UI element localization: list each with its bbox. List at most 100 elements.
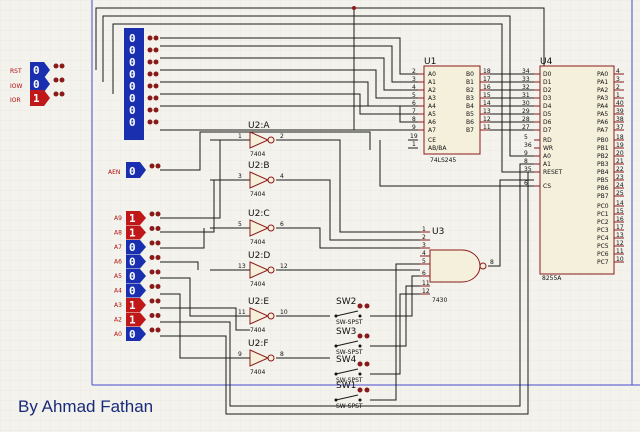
u4-pb-pin-label: PB5: [597, 177, 609, 184]
address-source-a6[interactable]: 0A6: [114, 254, 161, 269]
u1-right-pin-label: B6: [466, 119, 474, 126]
inverter-out-pin: 4: [280, 173, 284, 180]
address-source-dot[interactable]: [155, 255, 161, 260]
bus-source-dot[interactable]: [153, 71, 159, 77]
inverter-body: [249, 219, 270, 237]
u4-ctrl-pin-num: 9: [524, 150, 528, 157]
u4-ctrl-pin-num: 5: [524, 134, 528, 141]
address-source-dot[interactable]: [155, 211, 161, 217]
address-source-dot[interactable]: [155, 226, 161, 231]
address-source-body: [126, 283, 146, 298]
bus-source-dot[interactable]: [147, 83, 153, 89]
address-source-dot[interactable]: [149, 226, 155, 231]
logic-source-aen[interactable]: 0 AEN: [108, 162, 161, 178]
u4-pc-pin-num: 15: [616, 208, 624, 215]
inverter-body: [249, 131, 270, 149]
address-source-dot[interactable]: [149, 298, 155, 304]
inverter-in-pin: 3: [238, 173, 242, 180]
switch-toggle-dot[interactable]: [357, 333, 363, 339]
address-source-dot[interactable]: [149, 284, 155, 289]
switch-toggle-dot[interactable]: [357, 303, 363, 309]
switch-toggle-dot[interactable]: [364, 361, 370, 367]
address-source-dot[interactable]: [155, 284, 161, 289]
logic-source-rst[interactable]: 0 RST: [10, 62, 65, 78]
bus-source-state: 0: [129, 44, 136, 57]
u4-pc-pin-label: PC4: [597, 235, 609, 242]
inverter-ref: U2:D: [248, 251, 270, 261]
u4-pb-pin-num: 25: [616, 190, 624, 197]
address-source-dot[interactable]: [149, 240, 155, 246]
u4-pa-pin-label: PA4: [597, 103, 608, 110]
address-source-dot[interactable]: [155, 313, 161, 318]
address-source-state: 1: [129, 299, 136, 312]
switch-toggle-dot[interactable]: [357, 387, 363, 393]
inverter-bubble: [267, 136, 275, 144]
address-source-a0[interactable]: 0A0: [114, 327, 161, 341]
u1-left-pin-num: 7: [412, 108, 416, 115]
bus-source-dot[interactable]: [153, 95, 159, 101]
bus-source-dot[interactable]: [147, 47, 153, 53]
bus-source-dot[interactable]: [153, 47, 159, 53]
logic-source-iow[interactable]: 0 IOW: [10, 76, 65, 92]
address-source-dot[interactable]: [149, 313, 155, 318]
inverter-body: [249, 349, 270, 367]
address-source-a7[interactable]: 0A7: [114, 240, 161, 254]
u3-input-pin-num: 4: [422, 250, 426, 257]
u4-data-pin-label: D0: [543, 71, 552, 78]
bus-source-dot[interactable]: [153, 59, 159, 65]
u4-pb-pin-num: 19: [616, 142, 624, 149]
inverter-out-pin: 8: [280, 351, 284, 358]
bus-source-dot[interactable]: [147, 59, 153, 65]
switch-toggle-dot[interactable]: [364, 333, 370, 339]
address-source-dot[interactable]: [149, 269, 155, 275]
address-source-dot[interactable]: [155, 327, 161, 333]
bus-source-dot[interactable]: [153, 107, 159, 113]
bus-source-state: 0: [129, 116, 136, 129]
switch-lever: [335, 368, 359, 375]
switch-toggle-dot[interactable]: [357, 361, 363, 367]
bus-source-dot[interactable]: [153, 119, 159, 125]
u3-input-pin-num: 12: [422, 288, 430, 295]
bus-source-dot[interactable]: [147, 95, 153, 101]
bus-source-dot[interactable]: [147, 107, 153, 113]
bus-source-dot[interactable]: [147, 71, 153, 77]
address-source-dot[interactable]: [149, 211, 155, 217]
address-source-a4[interactable]: 0A4: [114, 283, 161, 298]
address-source-a5[interactable]: 0A5: [114, 269, 161, 283]
switch-toggle-dot[interactable]: [364, 303, 370, 309]
logic-source-ior[interactable]: 1 IOR: [10, 90, 65, 106]
address-source-dot[interactable]: [149, 255, 155, 260]
inverter-part: 7404: [250, 239, 265, 246]
address-source-a3[interactable]: 1A3: [114, 298, 161, 312]
bus-source-dot[interactable]: [147, 35, 153, 41]
bus-source-dot[interactable]: [147, 119, 153, 125]
u1-right-pin-num: 18: [483, 68, 491, 75]
address-source-a2[interactable]: 1A2: [114, 312, 161, 327]
switch-ref: SW4: [336, 355, 357, 365]
u1-right-pin-num: 14: [483, 100, 491, 107]
inverter-ref: U2:E: [248, 297, 269, 307]
address-source-dot[interactable]: [149, 327, 155, 333]
u4-data-pin-label: D4: [543, 103, 552, 110]
chip-u1: U1 74LS245 CE AB/BA 19 1 A02A13A24A35A46…: [410, 57, 491, 164]
address-source-label: A9: [114, 215, 122, 222]
address-source-a8[interactable]: 1A8: [114, 225, 161, 240]
bus-source-dot[interactable]: [153, 83, 159, 89]
u4-data-pin-num: 28: [522, 116, 530, 123]
bus-source-dot[interactable]: [153, 35, 159, 41]
switch-toggle-dot[interactable]: [364, 387, 370, 393]
address-source-a9[interactable]: 1A9: [114, 211, 161, 225]
address-source-dot[interactable]: [155, 240, 161, 246]
address-source-dot[interactable]: [155, 269, 161, 275]
address-source-dot[interactable]: [155, 298, 161, 304]
